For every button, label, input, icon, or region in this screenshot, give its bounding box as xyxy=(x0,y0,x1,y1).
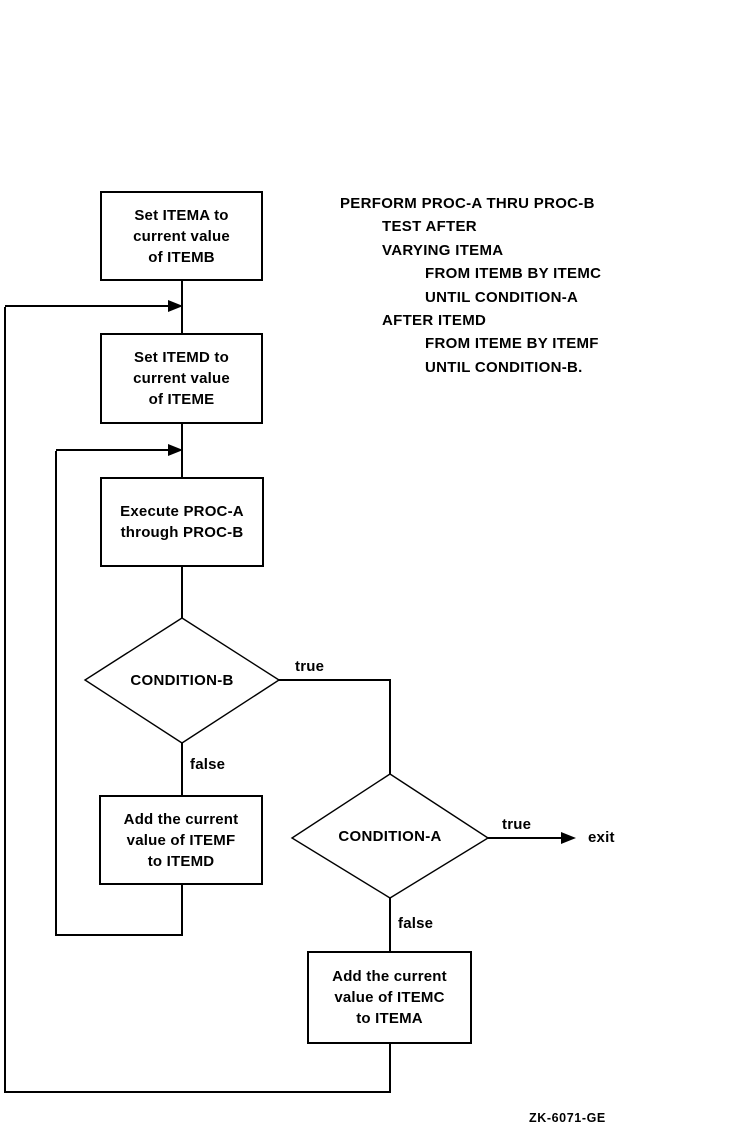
process-box-set-itemd: Set ITEMD to current value of ITEME xyxy=(100,333,263,424)
code-line: TEST AFTER xyxy=(382,218,477,236)
code-line: UNTIL CONDITION-A xyxy=(425,288,579,306)
arrowhead-inner-loop xyxy=(168,444,183,456)
diamond-condition-a xyxy=(290,773,490,899)
process-box-set-itemd-text: Set ITEMD to current value of ITEME xyxy=(133,349,230,408)
figure-number-label: ZK-6071-GE xyxy=(529,1111,606,1125)
connector-condition-b-true xyxy=(278,679,391,776)
code-line: AFTER ITEMD xyxy=(382,312,487,330)
cobol-code-listing: PERFORM PROC-A THRU PROC-B TEST AFTER VA… xyxy=(340,192,601,379)
decision-label-condition-b: CONDITION-B xyxy=(130,672,234,689)
edge-label-exit: exit xyxy=(588,829,615,846)
diamond-condition-b xyxy=(83,617,281,744)
code-line: FROM ITEMB BY ITEMC xyxy=(425,265,602,283)
connector-outer-loop-back xyxy=(4,307,391,1093)
code-line: UNTIL CONDITION-B. xyxy=(425,358,583,376)
arrowhead-outer-loop xyxy=(168,300,183,312)
edge-label-true-condition-a: true xyxy=(502,816,532,833)
edge-label-true-condition-b: true xyxy=(295,658,325,675)
process-box-set-itema-text: Set ITEMA to current value of ITEMB xyxy=(133,206,230,266)
edge-label-false-condition-a: false xyxy=(398,915,434,932)
edge-label-false-condition-b: false xyxy=(190,756,226,773)
code-line: FROM ITEME BY ITEMF xyxy=(425,335,599,353)
connector-inner-loop-back xyxy=(55,451,183,936)
arrowhead-exit xyxy=(561,832,576,844)
process-box-add-itemf: Add the current value of ITEMF to ITEMD xyxy=(99,795,263,885)
code-line: VARYING ITEMA xyxy=(382,241,504,259)
process-box-set-itema: Set ITEMA to current value of ITEMB xyxy=(100,191,263,281)
process-box-add-itemc: Add the current value of ITEMC to ITEMA xyxy=(307,951,472,1044)
process-box-execute-proc-text: Execute PROC-A through PROC-B xyxy=(120,503,244,541)
process-box-add-itemc-text: Add the current value of ITEMC to ITEMA xyxy=(332,968,447,1027)
code-line: PERFORM PROC-A THRU PROC-B xyxy=(340,195,595,212)
process-box-execute-proc: Execute PROC-A through PROC-B xyxy=(100,477,264,567)
decision-label-condition-a: CONDITION-A xyxy=(338,827,442,845)
process-box-add-itemf-text: Add the current value of ITEMF to ITEMD xyxy=(123,810,239,870)
